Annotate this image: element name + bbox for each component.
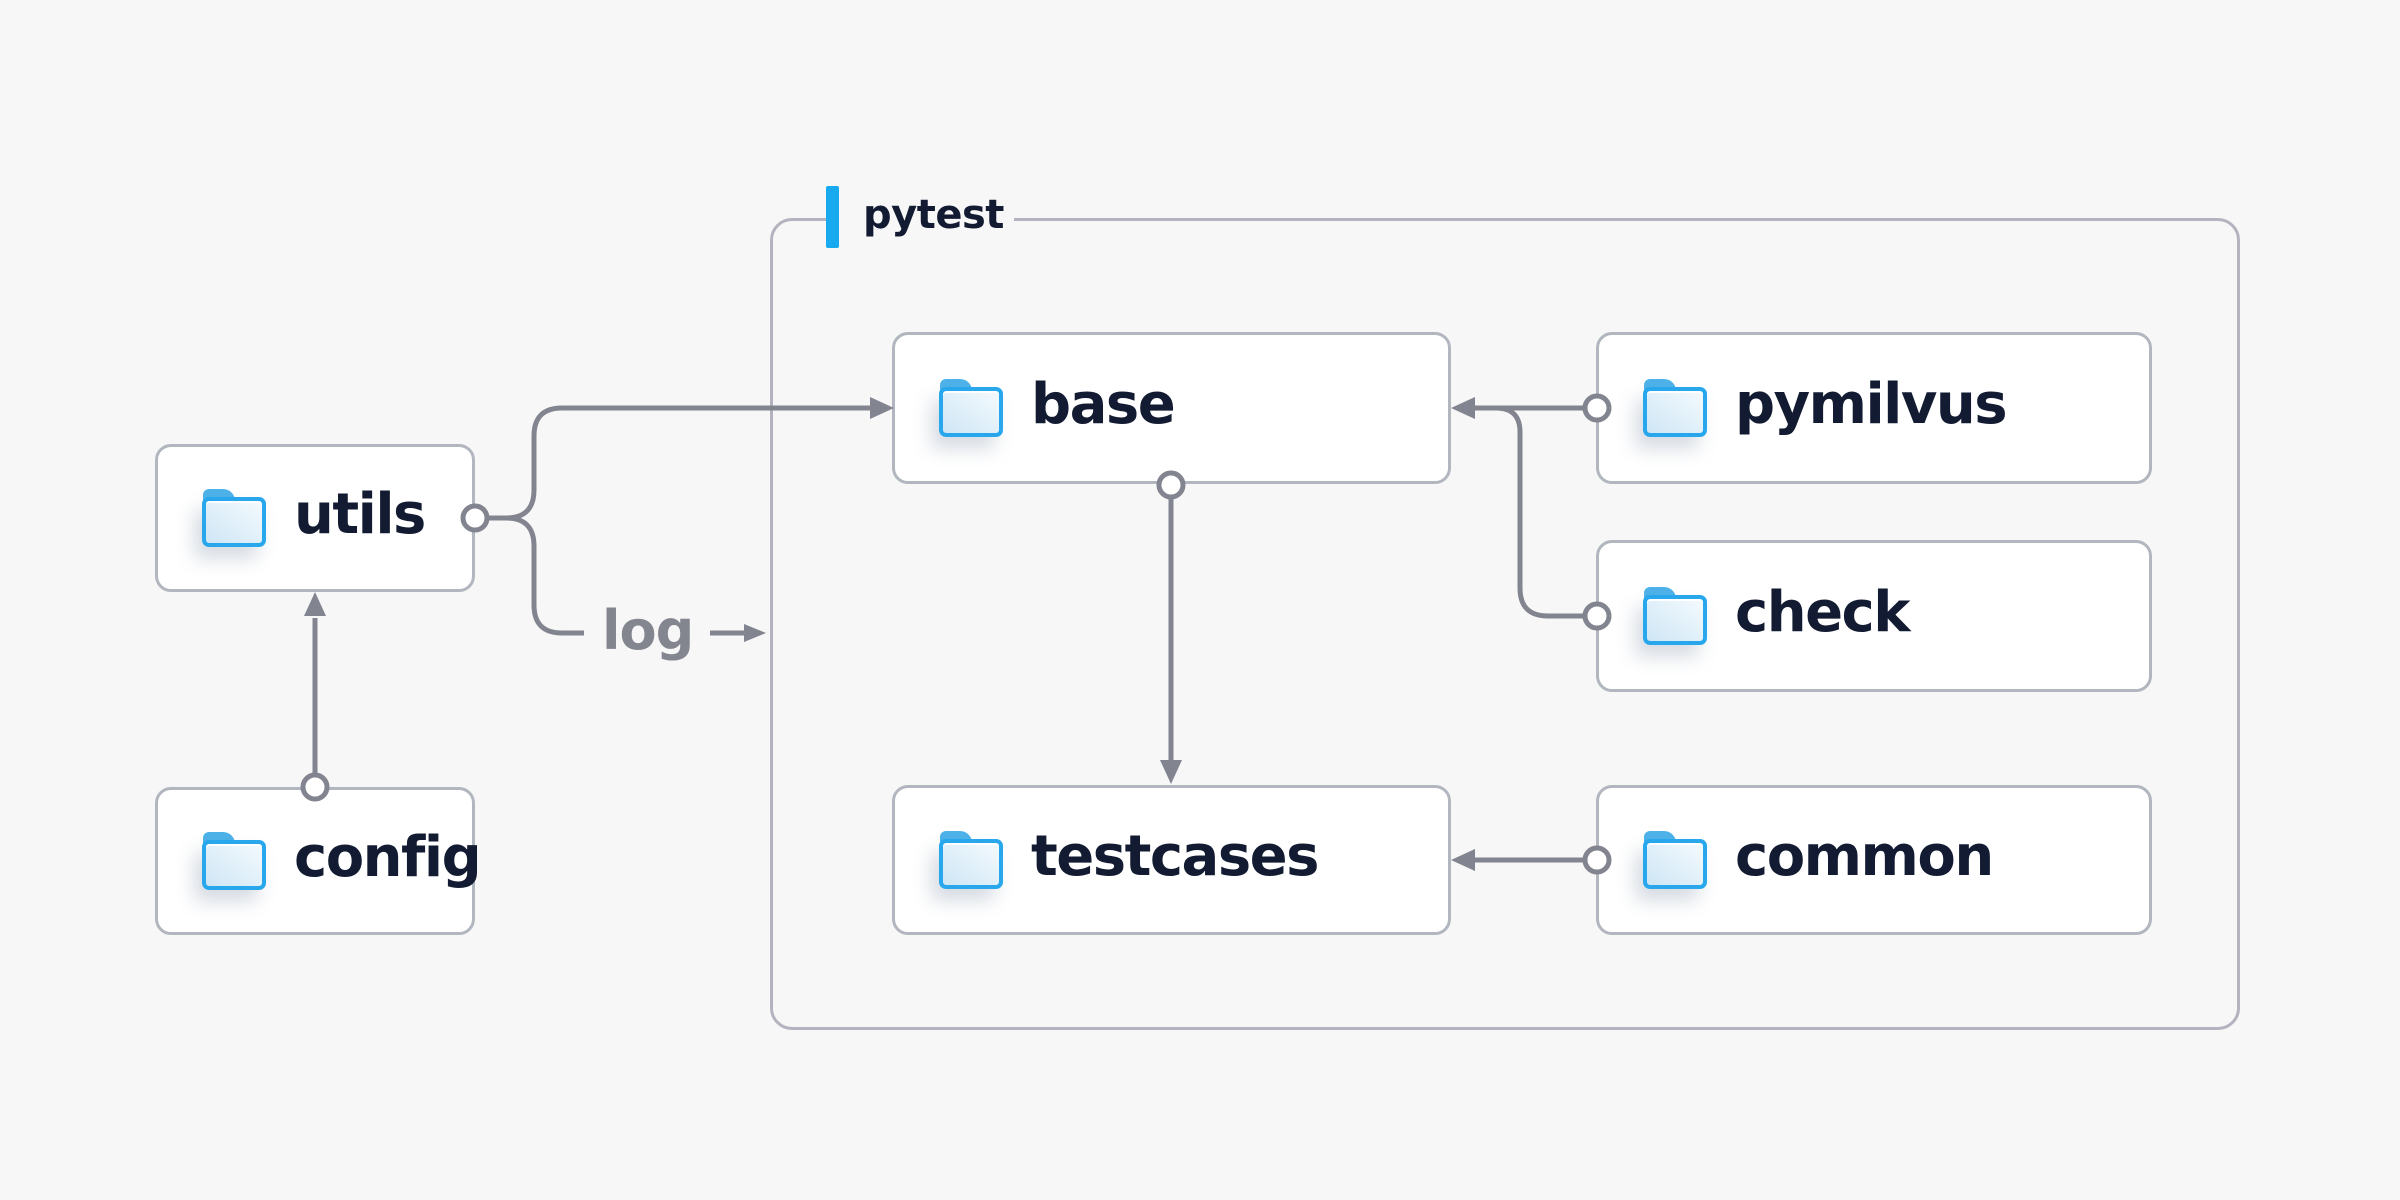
- node-pymilvus: pymilvus: [1596, 332, 2152, 484]
- node-label-check: check: [1735, 580, 1910, 645]
- pytest-group-container: [770, 218, 2240, 1030]
- log-edge-label: log: [602, 599, 694, 662]
- pytest-group-label: pytest: [826, 185, 1014, 249]
- node-label-utils: utils: [294, 482, 426, 547]
- node-label-common: common: [1735, 824, 1994, 889]
- node-base: base: [892, 332, 1451, 484]
- group-title: pytest: [863, 192, 1004, 238]
- node-config: config: [155, 787, 482, 935]
- node-testcases: testcases: [892, 785, 1451, 935]
- folder-icon: [1643, 379, 1707, 437]
- folder-icon: [1643, 587, 1707, 645]
- node-label-config: config: [294, 825, 482, 890]
- node-utils: utils: [155, 444, 475, 592]
- accent-bar: [826, 186, 839, 248]
- edge-config-to-utils: [300, 592, 330, 802]
- folder-icon: [1643, 831, 1707, 889]
- node-check: check: [1596, 540, 2152, 692]
- node-label-base: base: [1031, 372, 1176, 437]
- folder-icon: [939, 379, 1003, 437]
- node-common: common: [1596, 785, 2152, 935]
- node-label-pymilvus: pymilvus: [1735, 372, 2008, 437]
- node-label-testcases: testcases: [1031, 824, 1319, 889]
- folder-icon: [202, 489, 266, 547]
- folder-icon: [939, 831, 1003, 889]
- folder-icon: [202, 832, 266, 890]
